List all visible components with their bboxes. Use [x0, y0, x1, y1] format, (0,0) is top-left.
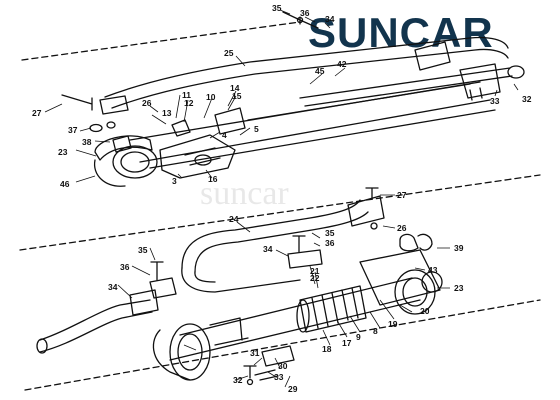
callout-11: 11: [182, 90, 191, 100]
callout-31: 31: [250, 348, 260, 358]
callout-36-top: 36: [300, 8, 310, 18]
brand-logo: SUNCAR: [308, 12, 494, 54]
tube-24: [181, 199, 361, 269]
gland-block: [159, 134, 236, 179]
callout-42: 42: [337, 59, 347, 69]
callout-35-left: 35: [138, 245, 148, 255]
callout-33-lower: 33: [274, 372, 284, 382]
callout-17-left: 17: [342, 338, 352, 348]
callout-33-top: 33: [490, 96, 500, 106]
callout-27-top: 27: [32, 108, 42, 118]
callout-24: 24: [229, 214, 239, 224]
callout-39: 39: [454, 243, 464, 253]
tube-25: [104, 36, 509, 98]
callout-35-top: 35: [272, 3, 282, 13]
clamp-30-lower: [261, 345, 295, 367]
dashed-guide-bottom: [24, 299, 541, 391]
callout-38: 38: [82, 137, 92, 147]
callout-26-top: 26: [142, 98, 152, 108]
dashed-guide-middle: [19, 174, 541, 251]
callout-14: 14: [230, 83, 240, 93]
cylinder-body-lower: [169, 299, 421, 361]
callout-3: 3: [172, 176, 177, 186]
callout-37: 37: [68, 125, 78, 135]
cylinder-cap: [169, 323, 211, 381]
callout-20: 20: [420, 306, 430, 316]
callout-36-left: 36: [120, 262, 130, 272]
rod-end: [359, 249, 441, 306]
callout-34-mid: 34: [263, 244, 273, 254]
callout-9: 9: [356, 332, 361, 342]
callout-8: 8: [373, 326, 378, 336]
watermark: suncar: [200, 175, 289, 212]
seal-39: [399, 233, 419, 252]
callout-45: 45: [315, 66, 325, 76]
callout-21: 21: [310, 266, 320, 276]
callout-30: 30: [278, 361, 288, 371]
callout-22: 22: [310, 273, 320, 283]
callout-12: 12: [184, 98, 194, 108]
callout-27-lower: 27: [397, 190, 407, 200]
rod-42: [299, 67, 513, 107]
piston-assembly: [299, 285, 367, 333]
callout-29: 29: [288, 384, 298, 394]
dashed-guide-top: [21, 21, 301, 61]
clamp-26-lower: [347, 195, 385, 227]
callout-5: 5: [254, 124, 259, 134]
callout-35-mid: 35: [325, 228, 335, 238]
callout-4: 4: [222, 130, 227, 140]
callout-15: 15: [232, 91, 242, 101]
callout-34-left: 34: [108, 282, 118, 292]
callout-46: 46: [60, 179, 70, 189]
callout-34-top: 34: [325, 14, 335, 24]
callout-23-top: 23: [58, 147, 68, 157]
callout-32-lower: 32: [233, 375, 243, 385]
tube-34-lower: [39, 299, 153, 353]
callout-10: 10: [206, 92, 216, 102]
callout-16: 16: [208, 174, 218, 184]
callout-19: 19: [388, 319, 398, 329]
callout-43: 43: [428, 265, 438, 275]
brand-logo-text: SUNCAR: [308, 9, 494, 56]
cylinder-head-46: [112, 145, 158, 179]
clamp-34-upper: [414, 41, 451, 71]
callout-25: 25: [224, 48, 234, 58]
callout-32-top: 32: [522, 94, 532, 104]
callout-18: 18: [322, 344, 332, 354]
callout-36-mid: 36: [325, 238, 335, 248]
callout-26-lower: 26: [397, 223, 407, 233]
callout-13: 13: [162, 108, 172, 118]
callout-23-lower: 23: [454, 283, 464, 293]
